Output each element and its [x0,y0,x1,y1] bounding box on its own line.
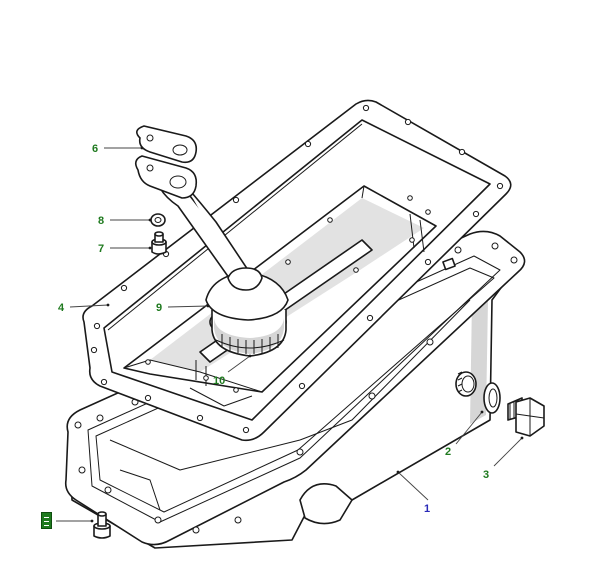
callout-8[interactable]: 8 [98,215,104,227]
callout-1[interactable]: 1 [424,503,430,515]
pickup-bolt[interactable] [151,231,167,255]
oil-strainer[interactable] [205,267,289,357]
drain-plug-washer[interactable] [483,382,501,414]
callout-4[interactable]: 4 [58,302,65,314]
callout-labels: 6 8 7 4 9 10 2 3 1 [58,143,489,515]
pan-flange-bolt[interactable] [93,511,111,539]
sealing-washer[interactable] [150,213,166,227]
pickup-pipe-gasket[interactable] [136,125,198,164]
note-icon[interactable] [41,512,52,529]
callout-3[interactable]: 3 [483,469,489,481]
leader-lines [56,146,524,523]
callout-7[interactable]: 7 [98,243,104,255]
callout-2[interactable]: 2 [445,446,451,458]
oil-pickup-pipe[interactable] [134,155,253,283]
callout-10[interactable]: 10 [213,375,225,387]
gasket-bolt-holes [90,104,504,434]
callout-9[interactable]: 9 [156,302,162,314]
callout-6[interactable]: 6 [92,143,98,155]
strainer-mesh [215,334,285,354]
drain-plug[interactable] [507,397,545,437]
